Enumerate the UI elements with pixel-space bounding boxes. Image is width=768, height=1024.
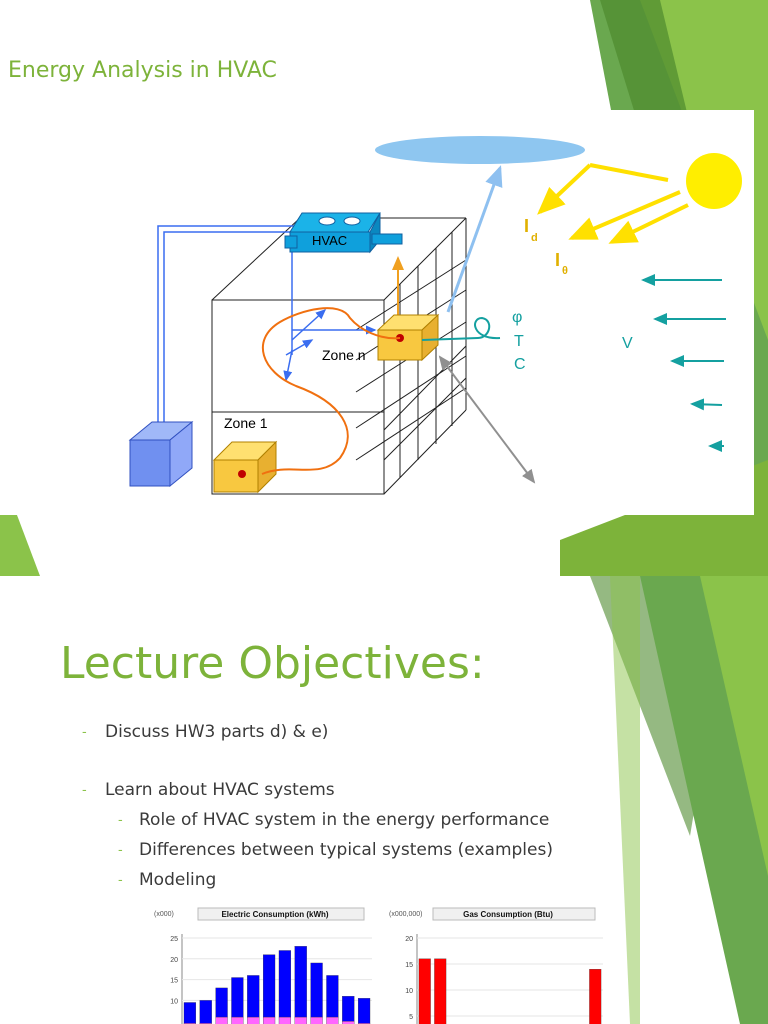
objective-item: Discuss HW3 parts d) & e) <box>105 722 329 742</box>
chart-bar <box>199 1000 212 1024</box>
chart-bar <box>262 954 276 1018</box>
chart-bar <box>278 1016 292 1024</box>
t-label: T <box>514 333 524 350</box>
chart-title-box <box>432 907 596 921</box>
angle-irradiance-label: I <box>555 250 560 270</box>
y-tick-label: 15 <box>405 962 413 969</box>
chart-bar <box>247 975 260 1018</box>
chart-bar <box>326 975 339 1018</box>
c-label: C <box>514 356 526 373</box>
y-tick-label: 20 <box>170 957 178 964</box>
direct-irradiance-label: I <box>524 216 529 236</box>
chart-title-box <box>197 907 365 921</box>
direct-irradiance-sub: d <box>531 232 538 244</box>
chart-bar <box>231 1016 244 1024</box>
zone-1-box <box>212 440 278 494</box>
chart-bar <box>589 969 602 1024</box>
phi-label: φ <box>512 309 522 326</box>
chart-bar <box>326 1016 339 1024</box>
zone-n-box <box>376 313 440 362</box>
chart-bar <box>183 1002 197 1024</box>
hvac-unit <box>284 212 403 254</box>
objective-item: Learn about HVAC systems <box>105 780 335 800</box>
chart-bar <box>262 1016 276 1024</box>
bullet-dash: - <box>118 843 123 858</box>
cloud-shape <box>375 136 585 164</box>
chart-bar <box>418 958 431 1024</box>
slide-title: Energy Analysis in HVAC <box>8 58 277 83</box>
zone-1-label: Zone 1 <box>224 415 268 431</box>
y-tick-label: 20 <box>405 936 413 943</box>
chart-multiplier-label: (x000,000) <box>389 911 422 918</box>
chart-bar <box>294 1016 307 1024</box>
sun-shape <box>686 153 742 209</box>
chart-title: Electric Consumption (kWh) <box>221 910 328 919</box>
chart-bar <box>278 950 292 1018</box>
chart-bar <box>310 1016 323 1024</box>
chart-bar <box>247 1016 260 1024</box>
chart-bar <box>215 1016 228 1024</box>
chart-bar <box>231 977 244 1018</box>
chart-bar <box>215 987 228 1018</box>
slide2-decoration <box>590 576 768 1024</box>
zone-n-label: Zone n <box>322 347 366 363</box>
objective-item: Modeling <box>139 870 217 890</box>
electric-consumption-chart: (x000) Electric Consumption (kWh) 25 20 15 10 <box>150 906 376 1024</box>
objective-item: Differences between typical systems (exa… <box>139 840 553 860</box>
hvac-zone-diagram: HVAC Zone n <box>128 136 742 495</box>
slide-energy-analysis: Energy Analysis in HVAC <box>0 0 768 576</box>
chart-bar <box>310 962 323 1018</box>
objective-item: Role of HVAC system in the energy perfor… <box>139 810 550 830</box>
figure-panel <box>0 110 754 515</box>
chart-title: Gas Consumption (Btu) <box>463 910 553 919</box>
gas-consumption-chart: (x000,000) Gas Consumption (Btu) 20 15 10 5 <box>385 906 607 1024</box>
chart-bar <box>342 996 355 1022</box>
bullet-dash: - <box>118 813 123 828</box>
slide-lecture-objectives: Lecture Objectives: - Discuss HW3 parts d… <box>0 576 768 1024</box>
chart-bar <box>434 958 447 1024</box>
bullet-dash: - <box>82 783 87 798</box>
bullet-dash: - <box>82 725 87 740</box>
y-tick-label: 15 <box>170 978 178 985</box>
y-tick-label: 10 <box>170 998 178 1005</box>
y-tick-label: 25 <box>170 936 178 943</box>
bullet-dash: - <box>118 873 123 888</box>
slide-title: Lecture Objectives: <box>60 638 485 689</box>
y-tick-label: 5 <box>409 1014 413 1021</box>
chart-bar <box>357 998 371 1024</box>
hvac-label: HVAC <box>312 233 347 248</box>
y-tick-label: 10 <box>405 988 413 995</box>
chart-multiplier-label: (x000) <box>154 911 174 918</box>
v-label: V <box>622 335 633 352</box>
chart-bar <box>294 946 307 1018</box>
storage-cube <box>128 420 194 488</box>
angle-irradiance-sub: θ <box>562 265 568 277</box>
